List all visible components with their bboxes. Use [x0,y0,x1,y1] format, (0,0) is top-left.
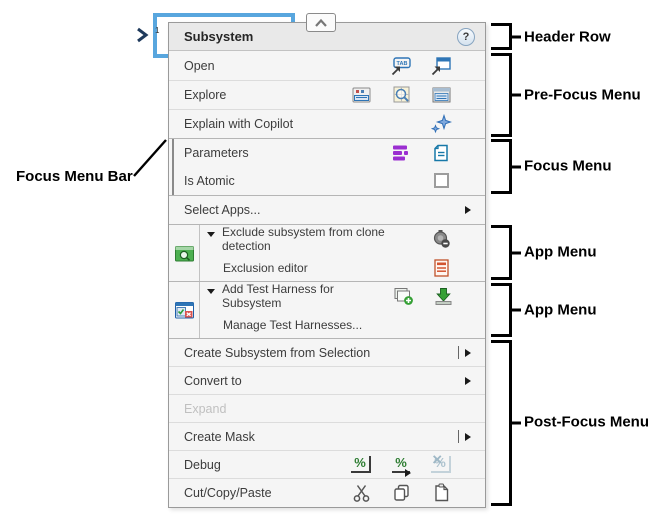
annotation-header-row: Header Row [524,28,611,46]
menu-item-create-subsystem[interactable]: Create Subsystem from Selection [169,338,485,366]
import-harness-icon[interactable] [423,286,463,306]
submenu-arrow-icon[interactable] [465,348,471,357]
menu-item-label: Is Atomic [184,173,235,188]
simulink-test-app-icon [174,301,194,318]
menu-item-cut-copy-paste[interactable]: Cut/Copy/Paste [169,478,485,506]
submenu-arrow-icon[interactable] [465,432,471,441]
menu-item-create-mask[interactable]: Create Mask [169,422,485,450]
menu-item-is-atomic[interactable]: Is Atomic [169,166,485,195]
bracket-post-focus [491,340,521,506]
model-browser-icon[interactable] [341,85,381,105]
annotation-app-1: App Menu [524,243,597,261]
split-button-divider [458,346,459,359]
is-atomic-checkbox[interactable] [433,173,449,188]
exclusion-editor-icon[interactable] [429,258,453,278]
copilot-sparkles-icon [421,114,461,134]
help-icon[interactable]: ? [457,27,475,46]
svg-text:TAB: TAB [397,61,408,67]
annotation-focus-menu-bar: Focus Menu Bar [16,168,133,185]
caret-down-icon[interactable] [207,288,215,294]
menu-item-label: Exclusion editor [223,260,308,275]
bracket-focus [491,139,521,194]
menu-item-manage-harnesses[interactable]: Manage Test Harnesses... [200,310,485,339]
menu-item-add-test-harness[interactable]: Add Test Harness for Subsystem [200,282,485,310]
copy-icon[interactable] [381,483,421,503]
menu-item-select-apps[interactable]: Select Apps... [169,195,485,224]
chevron-up-icon [315,18,327,27]
set-breakpoint-icon[interactable]: % [341,456,381,473]
block-parameters-icon[interactable] [381,143,421,163]
add-harness-icon[interactable] [383,286,423,306]
menu-item-label: Explain with Copilot [184,117,294,131]
bracket-app-1 [491,225,521,280]
cut-icon[interactable] [341,483,381,503]
clone-detector-app-icon [174,245,194,261]
app-icon-column [169,225,200,281]
menu-item-label: Exclude subsystem from clone detection [222,225,385,253]
menu-item-label: Create Mask [184,429,255,444]
parameters-document-icon[interactable] [421,143,461,163]
open-in-new-window-icon[interactable] [421,56,461,76]
clear-breakpoints-icon: % [421,453,461,473]
menu-item-label: Open [184,58,215,73]
menu-item-label: Select Apps... [184,203,261,217]
menu-item-exclude-clone[interactable]: Exclude subsystem from clone detection [200,225,485,253]
collapse-menu-button[interactable] [306,13,336,32]
menu-item-exclusion-editor[interactable]: Exclusion editor [200,253,485,282]
caret-down-icon[interactable] [207,231,215,237]
port-number-label: 1 [155,26,160,35]
bracket-header-row [491,23,521,50]
submenu-arrow-icon[interactable] [465,206,471,214]
open-in-new-tab-icon[interactable]: TAB [381,56,421,76]
menu-item-label: Create Subsystem from Selection [184,345,371,360]
focus-menu-bar [172,138,174,196]
menu-item-label: Convert to [184,373,242,388]
menu-item-parameters[interactable]: Parameters [169,138,485,166]
split-button-divider [458,430,459,443]
menu-item-label: Explore [184,88,227,102]
app-menu-simulink-test: Add Test Harness for Subsystem [169,281,485,338]
menu-item-label: Add Test Harness for Subsystem [222,282,334,310]
menu-item-expand: Expand [169,394,485,422]
menu-item-explore[interactable]: Explore [169,80,485,109]
submenu-arrow-icon[interactable] [465,376,471,385]
paste-icon[interactable] [421,483,461,503]
menu-item-label: Parameters [184,145,249,160]
app-icon-column [169,282,200,338]
bracket-app-2 [491,283,521,337]
menu-item-debug[interactable]: Debug % % % [169,450,485,478]
model-explorer-icon[interactable] [421,85,461,105]
menu-item-explain-copilot[interactable]: Explain with Copilot [169,109,485,138]
menu-item-label: Expand [184,401,227,416]
step-breakpoint-icon[interactable]: % [381,456,421,477]
subsystem-context-menu: Subsystem ? Open TAB [168,22,486,508]
annotation-post-focus: Post-Focus Menu [524,413,650,431]
find-in-model-icon[interactable] [381,85,421,105]
annotation-app-2: App Menu [524,301,597,319]
menu-item-open[interactable]: Open TAB [169,51,485,80]
menu-item-label: Cut/Copy/Paste [184,485,272,500]
menu-item-label: Debug [184,457,221,472]
annotation-focus: Focus Menu [524,157,612,175]
menu-title: Subsystem [184,29,254,44]
menu-item-label: Manage Test Harnesses... [223,317,363,332]
clone-exclude-icon[interactable] [429,229,453,249]
bracket-pre-focus [491,53,521,137]
menu-item-convert-to[interactable]: Convert to [169,366,485,394]
app-menu-clone-detector: Exclude subsystem from clone detection [169,224,485,281]
annotation-pre-focus: Pre-Focus Menu [524,86,641,104]
